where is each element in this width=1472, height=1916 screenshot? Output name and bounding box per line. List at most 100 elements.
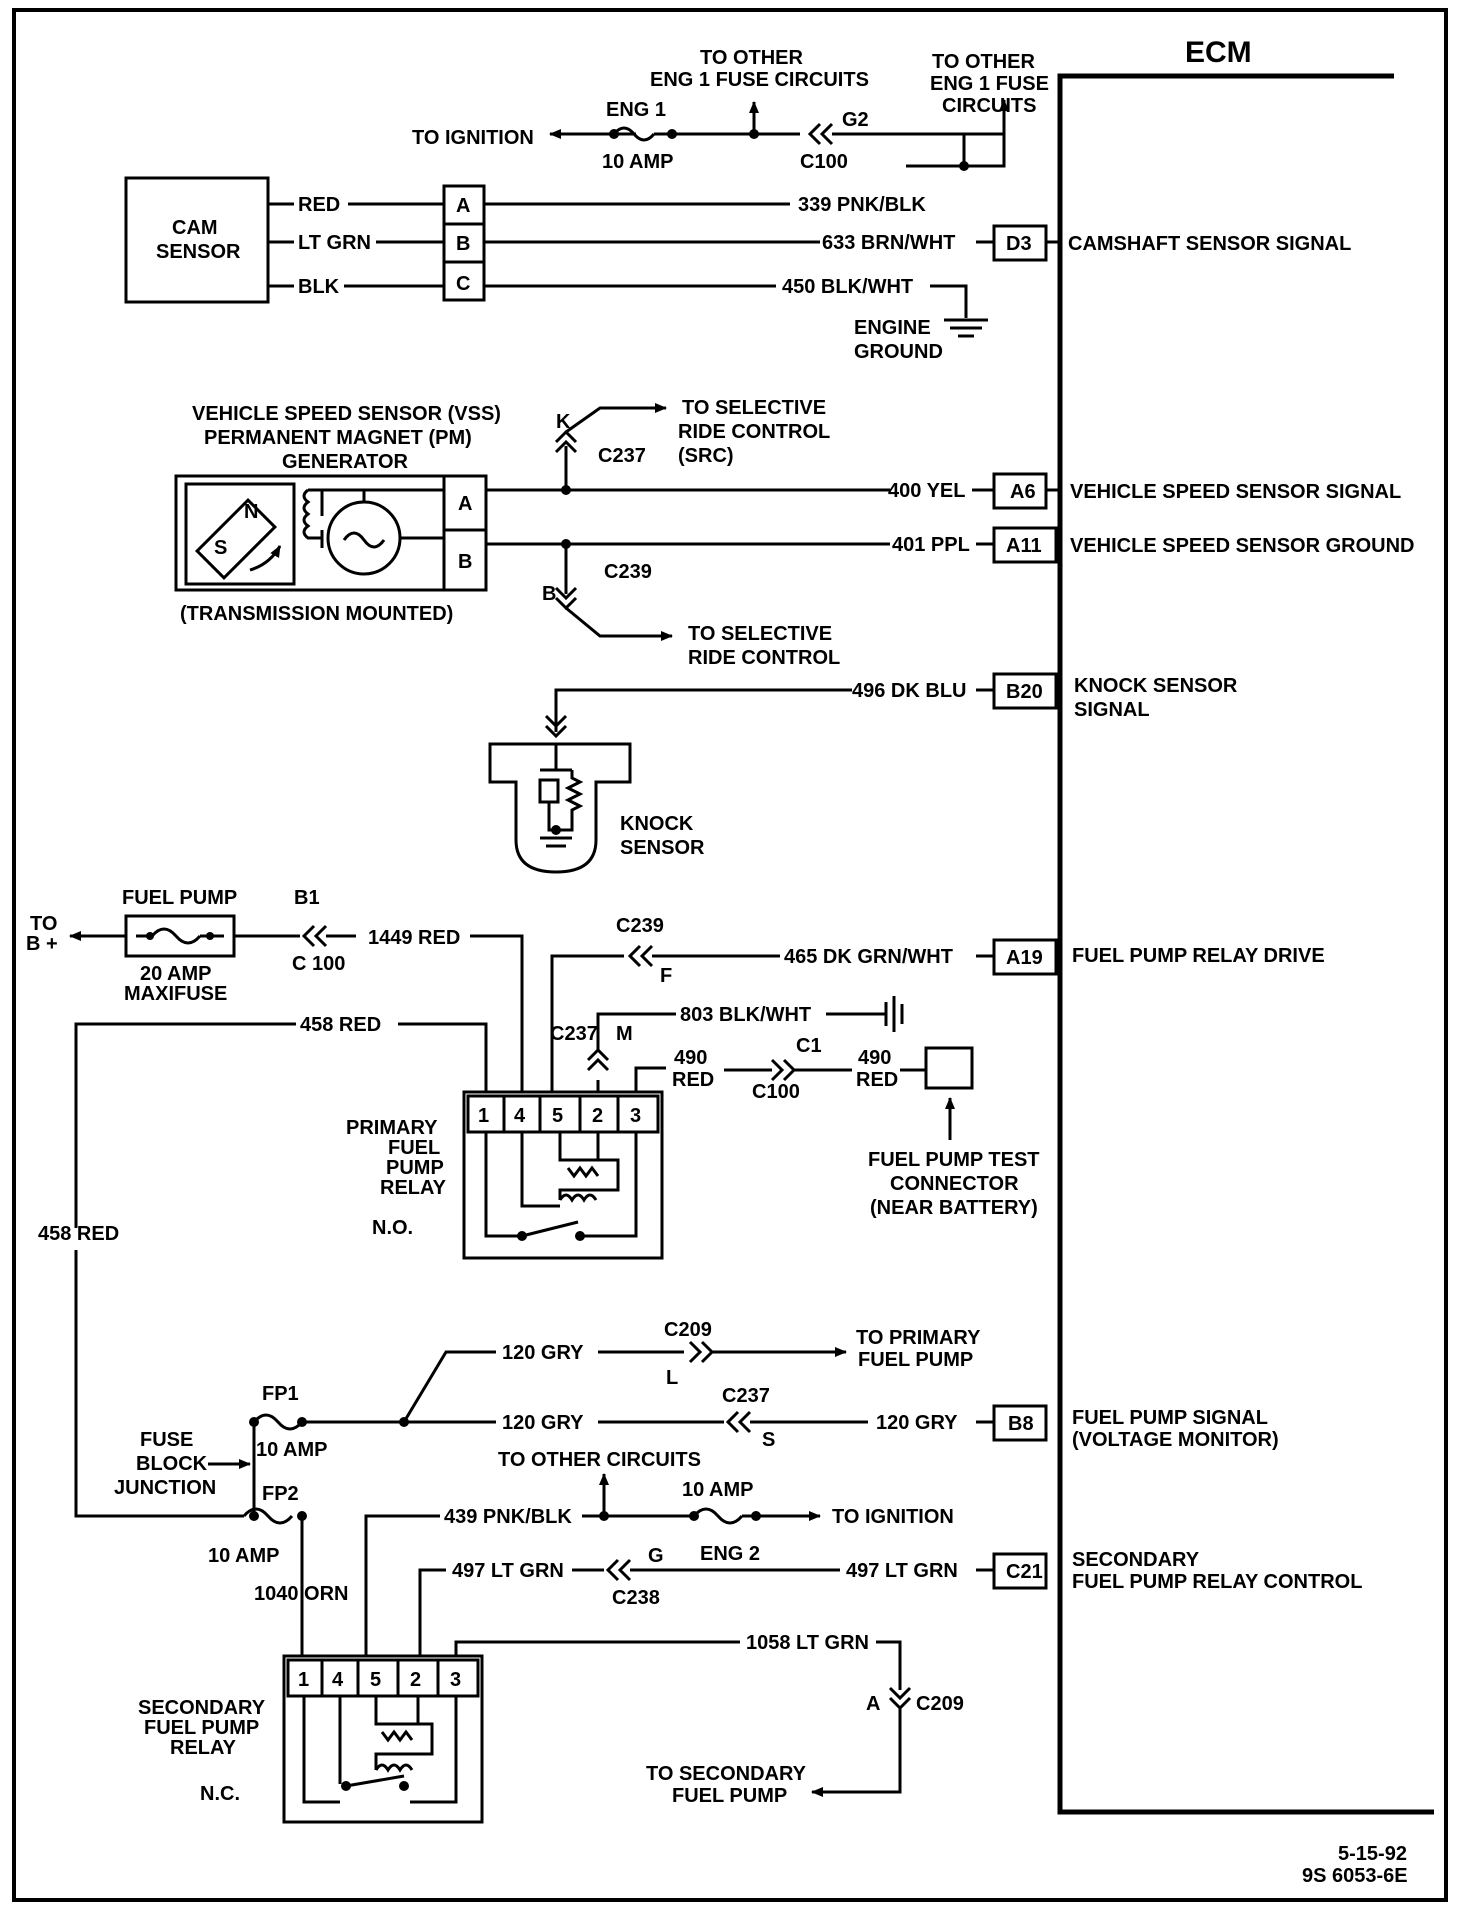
c237-s-connector-icon [725,1410,752,1434]
to-bplus-2: B + [26,933,58,955]
knock-connector-icon [544,714,568,739]
c209b-label: C209 [916,1693,964,1715]
to-other-eng1-b-line3: CIRCUITS [942,95,1036,117]
cam-sensor-name-2: SENSOR [156,241,241,263]
vss-pole-s: S [214,537,227,559]
circuit-490b-2: RED [856,1069,898,1091]
cam-wire-red: RED [298,194,340,216]
ecm-pin-c21-label: C21 [1006,1561,1043,1583]
engine-ground-2: GROUND [854,341,943,363]
sec-relay-control-1: SECONDARY [1072,1549,1200,1571]
secondary-relay-state: N.C. [200,1783,240,1805]
to-other-eng1-b-line2: ENG 1 FUSE [930,73,1049,95]
test-connector-3: (NEAR BATTERY) [870,1197,1038,1219]
to-rc-1: TO SELECTIVE [688,623,832,645]
cam-pin-a: A [456,195,470,217]
c237-m-connector-icon [586,1047,610,1072]
fuse-block-1: FUSE [140,1429,193,1451]
to-primary-pump-2: FUEL PUMP [858,1349,973,1371]
circuit-450: 450 BLK/WHT [782,276,913,298]
secondary-relay-coil-resistor [380,1729,414,1743]
s-label: S [762,1429,775,1451]
to-src-2: RIDE CONTROL [678,421,830,443]
to-other-circuits: TO OTHER CIRCUITS [498,1449,701,1471]
eng1-fuse-name: ENG 1 [606,99,666,121]
ecm-pin-d3-label: D3 [1006,233,1032,255]
knock-section: 496 DK BLU B20 KNOCK SENSOR SIGNAL KNOCK… [488,672,1238,874]
eng2-name: ENG 2 [700,1543,760,1565]
secondary-pin-3: 3 [450,1669,461,1691]
vss-connector [442,474,488,592]
fp-c100b-label: C100 [752,1081,800,1103]
fuel-pump-section: TO B + FUEL PUMP 20 AMP MAXIFUSE B1 C 10… [26,887,1325,1518]
ecm-pin-a11-label: A11 [1006,535,1042,557]
knock-name-2: SENSOR [620,837,705,859]
ecm-pin-a19-label: A19 [1006,947,1043,969]
maxifuse-rating-2: MAXIFUSE [124,983,227,1005]
cam-sensor-section: CAM SENSOR RED LT GRN BLK A B C 339 PNK/… [124,176,1351,363]
to-other-eng1-line1: TO OTHER [700,47,804,69]
circuit-400: 400 YEL [888,480,965,502]
secondary-pin-4: 4 [332,1669,344,1691]
ecm-module: ECM [1057,36,1434,1815]
to-src-3: (SRC) [678,445,734,467]
eng2-fuse-icon [692,1507,744,1525]
circuit-490a-2: RED [672,1069,714,1091]
circuit-339: 339 PNK/BLK [798,194,926,216]
primary-relay-switch [521,1220,579,1238]
fp1-label: FP1 [262,1383,299,1405]
circuit-458-top: 458 RED [300,1014,381,1036]
secondary-relay-3: RELAY [170,1737,237,1759]
page-frame [12,8,1448,1902]
primary-pin-2: 2 [592,1105,603,1127]
primary-relay-1: PRIMARY [346,1117,438,1139]
cam-sensor-box [124,176,270,304]
secondary-relay-2: FUEL PUMP [144,1717,259,1739]
primary-relay-coil-icon [558,1193,598,1203]
maxifuse-name: FUEL PUMP [122,887,237,909]
knock-resistor-icon [564,770,584,818]
eng1-fuse-rating: 10 AMP [602,151,674,173]
vss-title-3: GENERATOR [282,451,408,473]
primary-relay-state: N.O. [372,1217,413,1239]
circuit-465: 465 DK GRN/WHT [784,946,953,968]
ecm-pin-a11 [992,526,1058,564]
circuit-120a: 120 GRY [502,1342,584,1364]
circuit-458-side: 458 RED [38,1223,119,1245]
vss-pin-a: A [458,493,472,515]
test-connector-2: CONNECTOR [890,1173,1019,1195]
ecm-pin-b8-label: B8 [1008,1413,1034,1435]
knock-signal-2: SIGNAL [1074,699,1150,721]
to-rc-2: RIDE CONTROL [688,647,840,669]
g2-connector-icon [807,122,834,146]
to-other-eng1-line2: ENG 1 FUSE CIRCUITS [650,69,869,91]
lower-to-ignition: TO IGNITION [832,1506,954,1528]
circuit-120c: 120 GRY [876,1412,958,1434]
vss-magnet-icon [194,497,278,581]
secondary-relay-switch [345,1774,405,1788]
ecm-pin-c21 [992,1552,1048,1590]
fp-m-label: M [616,1023,633,1045]
vss-b-label: B [542,583,556,605]
maxifuse-icon [150,927,202,945]
circuit-1449: 1449 RED [368,927,460,949]
vss-k-label: K [556,411,571,433]
fuse-block-2: BLOCK [136,1453,208,1475]
circuit-497b: 497 LT GRN [846,1560,958,1582]
to-secondary-pump-1: TO SECONDARY [646,1763,807,1785]
circuit-490b-1: 490 [858,1047,891,1069]
vss-c237-label: C237 [598,445,646,467]
to-bplus-1: TO [30,913,57,935]
primary-relay-3: PUMP [386,1157,444,1179]
circuit-490a-1: 490 [674,1047,707,1069]
fp1-fuse-icon [252,1413,304,1431]
ecm-title: ECM [1185,36,1252,69]
primary-pin-4: 4 [514,1105,526,1127]
c209-l-connector-icon [688,1340,715,1364]
secondary-relay-1: SECONDARY [138,1697,266,1719]
circuit-1058: 1058 LT GRN [746,1632,869,1654]
ecm-pin-b8 [992,1404,1048,1442]
c100-label: C100 [800,151,848,173]
primary-pin-5: 5 [552,1105,563,1127]
vss-coil-icon [302,488,322,540]
